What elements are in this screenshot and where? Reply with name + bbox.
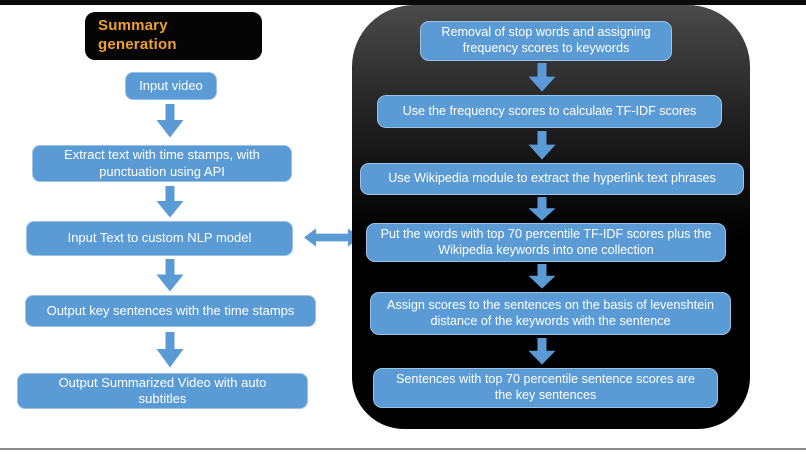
flow-step-sentence-scoring: Assign scores to the sentences on the ba… <box>370 292 731 335</box>
flow-step-label: Removal of stop words and assigning freq… <box>441 25 651 55</box>
flow-step-input-video: Input video <box>125 72 217 100</box>
down-arrow-icon <box>527 338 557 365</box>
bottom-rule <box>0 448 806 450</box>
flow-step-label: Output Summarized Video with auto subtit… <box>58 374 267 406</box>
double-arrow-icon <box>303 227 361 248</box>
flow-step-label: Put the words with top 70 percentile TF-… <box>380 226 712 257</box>
down-arrow-icon <box>527 197 557 221</box>
down-arrow-icon <box>527 264 557 289</box>
flow-step-label: Input video <box>139 77 203 93</box>
flow-step-output-summarized-video: Output Summarized Video with auto subtit… <box>17 373 308 409</box>
page-title: Summary generation <box>98 17 177 53</box>
down-arrow-icon <box>155 259 185 292</box>
flow-step-output-key-sentences: Output key sentences with the time stamp… <box>25 295 316 327</box>
down-arrow-icon <box>155 104 185 138</box>
flow-step-tfidf-scores: Use the frequency scores to calculate TF… <box>377 95 722 128</box>
title-box: Summary generation <box>85 12 262 60</box>
flow-step-label: Use Wikipedia module to extract the hype… <box>388 171 716 186</box>
flow-step-stopword-removal: Removal of stop words and assigning freq… <box>420 21 672 61</box>
top-border-bar <box>0 0 806 5</box>
flow-step-label: Input Text to custom NLP model <box>67 230 252 246</box>
nlp-model-panel <box>352 5 750 429</box>
flow-step-extract-text: Extract text with time stamps, with punc… <box>32 145 292 182</box>
flow-step-label: Sentences with top 70 percentile sentenc… <box>396 372 695 402</box>
down-arrow-icon <box>527 63 557 92</box>
flow-step-wikipedia-module: Use Wikipedia module to extract the hype… <box>360 163 744 195</box>
flow-step-keyword-collection: Put the words with top 70 percentile TF-… <box>366 223 726 262</box>
flow-step-input-text-nlp: Input Text to custom NLP model <box>26 221 293 256</box>
down-arrow-icon <box>155 186 185 218</box>
flow-step-label: Use the frequency scores to calculate TF… <box>402 103 697 118</box>
down-arrow-icon <box>155 332 185 368</box>
flow-step-label: Assign scores to the sentences on the ba… <box>387 297 714 328</box>
flow-step-label: Extract text with time stamps, with punc… <box>64 147 260 179</box>
flow-step-label: Output key sentences with the time stamp… <box>46 302 295 318</box>
down-arrow-icon <box>527 131 557 160</box>
flow-step-key-sentences: Sentences with top 70 percentile sentenc… <box>373 368 718 408</box>
